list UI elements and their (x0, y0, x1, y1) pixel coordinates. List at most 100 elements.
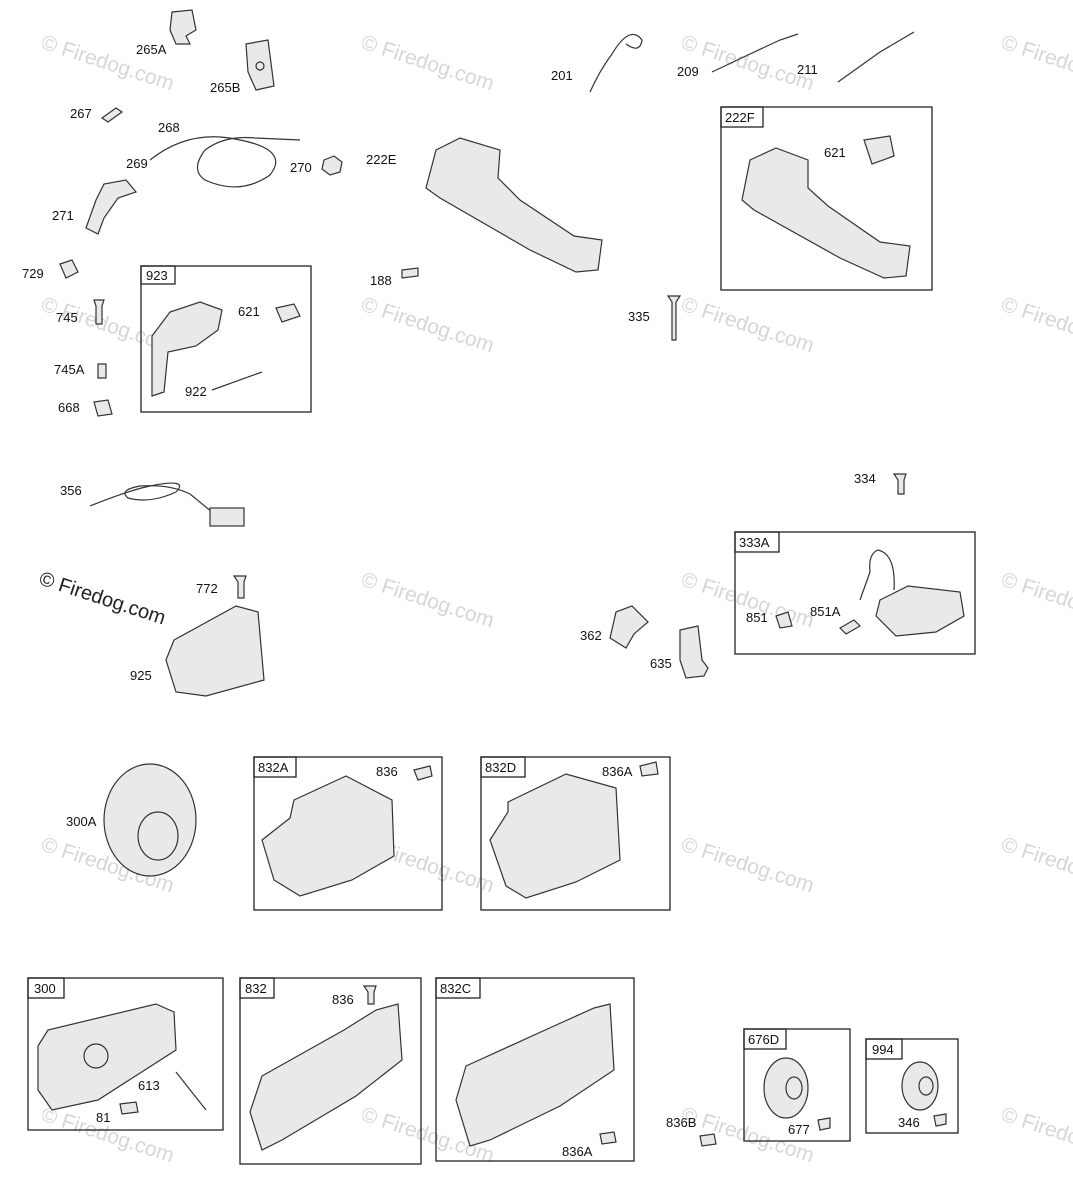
watermark: © Firedog.com (38, 31, 176, 96)
part-267-screw (100, 107, 124, 123)
watermark: © Firedog.com (998, 1103, 1073, 1168)
part-334-screw (892, 473, 907, 495)
label-265b: 265B (210, 80, 240, 95)
group-tag-832d (480, 756, 526, 778)
label-335: 335 (628, 309, 650, 324)
group-label-222f: 222F (725, 110, 755, 125)
label-346: 346 (898, 1115, 920, 1130)
group-box-676d (743, 1028, 851, 1142)
part-832d-guard (489, 773, 621, 899)
watermark: © Firedog.com (358, 31, 496, 96)
part-265a-bracket (169, 9, 197, 45)
part-668-bushing (93, 399, 113, 417)
label-677: 677 (788, 1122, 810, 1137)
part-188-screw (401, 267, 419, 279)
part-832c-guard (455, 1003, 615, 1147)
label-635: 635 (650, 656, 672, 671)
group-label-300: 300 (34, 981, 56, 996)
part-201-spring (589, 33, 643, 93)
group-tag-222f (720, 106, 764, 128)
label-269: 269 (126, 156, 148, 171)
part-300a-outlet (137, 811, 179, 861)
watermark: © Firedog.com (678, 833, 816, 898)
part-333a-lead (859, 549, 895, 601)
label-356: 356 (60, 483, 82, 498)
group-tag-832 (239, 977, 275, 999)
part-772-screw (232, 575, 247, 599)
watermark: © Firedog.com (998, 568, 1073, 633)
group-label-333a: 333A (739, 535, 770, 550)
group-label-832c: 832C (440, 981, 471, 996)
label-188: 188 (370, 273, 392, 288)
watermark: © Firedog.com (998, 293, 1073, 358)
group-tag-923 (140, 265, 176, 285)
part-676d-seal-center (785, 1076, 803, 1100)
part-265b-hole (255, 61, 265, 71)
watermark: © Firedog.com (358, 568, 496, 633)
part-209-spring (711, 33, 799, 73)
part-265b-clip (245, 39, 275, 91)
part-362-spark-boot (609, 605, 649, 649)
label-745a: 745A (54, 362, 85, 377)
part-300a-muffler (103, 763, 197, 877)
group-label-832: 832 (245, 981, 267, 996)
label-772: 772 (196, 581, 218, 596)
label-836: 836 (376, 764, 398, 779)
label-201: 201 (551, 68, 573, 83)
label-922: 922 (185, 384, 207, 399)
part-356-wire (89, 482, 213, 513)
part-621-clip-222f (863, 135, 895, 165)
part-994-seal (901, 1061, 939, 1111)
part-832a-guard (261, 775, 395, 897)
group-box-832 (239, 977, 422, 1165)
part-729-clip (59, 259, 79, 279)
label-621-222f: 621 (824, 145, 846, 160)
part-922-spring (211, 371, 263, 391)
part-836-screw-832 (362, 985, 377, 1005)
part-851a-terminal (839, 619, 861, 635)
label-668: 668 (58, 400, 80, 415)
group-label-923: 923 (146, 268, 168, 283)
part-81-screw (119, 1101, 139, 1115)
part-923-governor-bracket (151, 301, 223, 397)
part-836-screw (413, 765, 433, 781)
label-621: 621 (238, 304, 260, 319)
part-270-nut (321, 155, 343, 176)
group-tag-994 (865, 1038, 903, 1060)
part-271-lever (85, 179, 138, 235)
part-222e-bracket (425, 137, 603, 273)
group-tag-676d (743, 1028, 787, 1050)
label-334: 334 (854, 471, 876, 486)
part-994-seal-center (918, 1076, 934, 1096)
part-836a-screw-832c (599, 1131, 617, 1145)
group-label-994: 994 (872, 1042, 894, 1057)
label-270: 270 (290, 160, 312, 175)
label-836-832: 836 (332, 992, 354, 1007)
part-621-clip (275, 303, 301, 323)
part-346-screw (933, 1113, 947, 1127)
label-836b: 836B (666, 1115, 696, 1130)
group-tag-832a (253, 756, 297, 778)
group-label-832d: 832D (485, 760, 516, 775)
label-613: 613 (138, 1078, 160, 1093)
label-925: 925 (130, 668, 152, 683)
group-tag-300 (27, 977, 65, 999)
label-267: 267 (70, 106, 92, 121)
group-box-832c (435, 977, 635, 1162)
group-box-300 (27, 977, 224, 1131)
group-box-994 (865, 1038, 959, 1134)
group-label-676d: 676D (748, 1032, 779, 1047)
watermark: © Firedog.com (998, 833, 1073, 898)
label-300a: 300A (66, 814, 97, 829)
part-677-screw (817, 1117, 831, 1131)
group-tag-333a (734, 531, 780, 553)
label-836a: 836A (602, 764, 633, 779)
label-745: 745 (56, 310, 78, 325)
part-925-shield (165, 605, 265, 697)
label-851: 851 (746, 610, 768, 625)
group-box-222f (720, 106, 933, 291)
watermark: © Firedog.com (678, 293, 816, 358)
part-745a-screw (97, 363, 107, 379)
part-745-screw (93, 299, 105, 325)
